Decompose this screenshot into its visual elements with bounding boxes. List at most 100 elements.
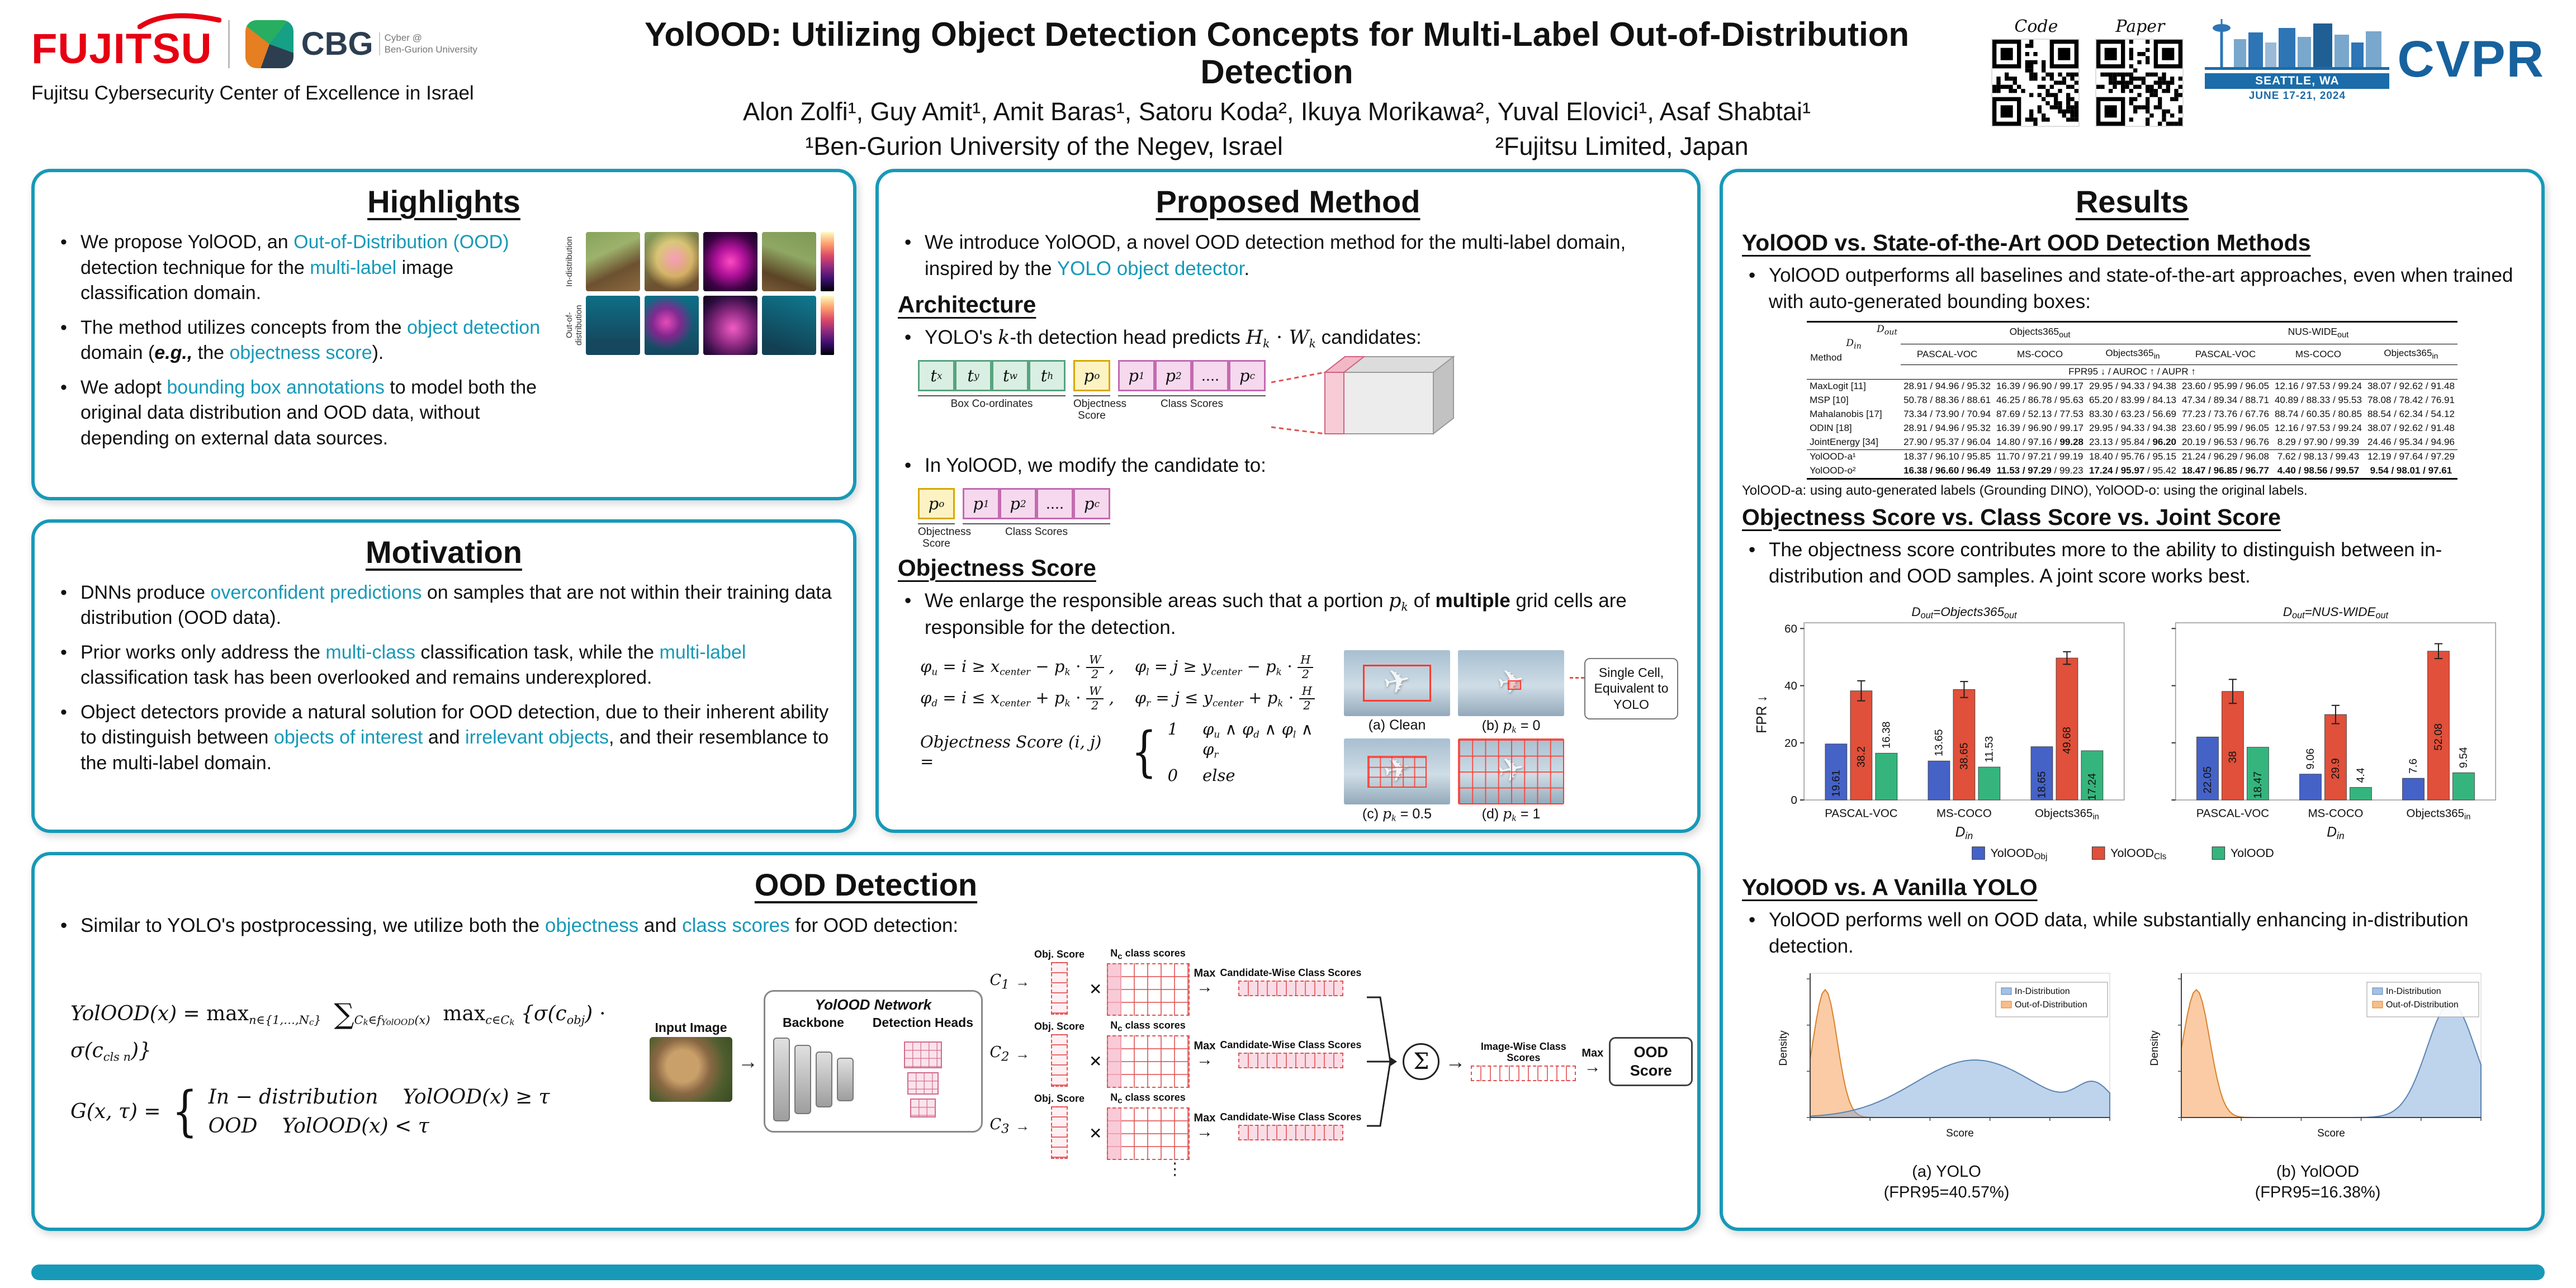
note-connector	[1570, 676, 1584, 679]
svg-text:11.53: 11.53	[1983, 736, 1996, 762]
motivation-panel: Motivation DNNs produce overconfident pr…	[31, 519, 856, 833]
svg-text:In-Distribution: In-Distribution	[2386, 987, 2441, 996]
bounding-box	[1363, 664, 1431, 702]
motivation-bullets: DNNs produce overconfident predictions o…	[54, 580, 834, 776]
flow-arrow-icon: →	[1015, 1045, 1030, 1063]
objectness-score-formula: Objectness Score (i, j) = { 1 φu ∧ φd ∧ …	[920, 719, 1313, 785]
svg-text:PASCAL-VOC: PASCAL-VOC	[2196, 807, 2269, 820]
plane-caption-a: (a) Clean	[1368, 717, 1426, 733]
cvpr-city: SEATTLE, WA	[2205, 73, 2390, 89]
highlights-panel: Highlights We propose YolOOD, an Out-of-…	[31, 169, 856, 500]
svg-text:YolOODObj​: YolOODObj​	[1990, 846, 2047, 861]
class-scores-label: Class Scores	[963, 523, 1110, 550]
yolood-network-box: YolOOD Network Backbone	[764, 990, 983, 1133]
org-tagline: Fujitsu Cybersecurity Center of Excellen…	[31, 82, 474, 104]
highlights-title: Highlights	[367, 184, 520, 219]
bullet: We introduce YolOOD, a novel OOD detecti…	[898, 230, 1678, 282]
header-right: Code Paper	[1958, 15, 2545, 168]
fujitsu-swirl-icon	[138, 13, 221, 29]
table-footnote: YolOOD-a: using auto-generated labels (G…	[1742, 482, 2308, 498]
paper-qr-icon	[2095, 39, 2184, 127]
density-plot: ScoreDensityIn-DistributionOut-of-Distri…	[1778, 973, 2110, 1139]
svg-text:19.61: 19.61	[1830, 770, 1843, 797]
objectness-score-label: Objectness Score	[918, 523, 971, 550]
detection-head-grid	[903, 1041, 942, 1068]
decision-rule-formula: G(x, τ) = { In − distribution YolOOD(x) …	[70, 1079, 550, 1143]
cbg-logo: CBG Cyber @ Ben-Gurion University	[245, 20, 477, 68]
svg-text:38.65: 38.65	[1958, 742, 1971, 770]
ood-title: OOD Detection	[754, 867, 978, 902]
vector-cell: ....	[1192, 360, 1229, 392]
class-scores-grid	[1106, 963, 1190, 1016]
proposed-method-panel: Proposed Method We introduce YolOOD, a n…	[875, 169, 1701, 833]
feature-map-slab	[773, 1037, 790, 1121]
authors: Alon Zolfi¹, Guy Amit¹, Amit Baras¹, Sat…	[743, 97, 1811, 126]
class-scores-grid	[1106, 1107, 1190, 1161]
architecture-heading: Architecture	[898, 291, 1036, 318]
flow-arrow-icon: →	[738, 1049, 758, 1073]
affiliations: ¹Ben-Gurion University of the Negev, Isr…	[609, 132, 1944, 161]
svg-text:29.9: 29.9	[2329, 758, 2342, 779]
candidate-wise-strip	[1238, 1125, 1343, 1141]
density-plot: ScoreDensityIn-DistributionOut-of-Distri…	[2149, 973, 2482, 1139]
bullet: Similar to YOLO's postprocessing, we uti…	[54, 913, 1678, 939]
svg-text:Score: Score	[1946, 1128, 1974, 1139]
multiply-icon: ✕	[1089, 1053, 1102, 1071]
ood-score-box: OOD Score	[1609, 1036, 1693, 1086]
svg-text:YolOOD: YolOOD	[2231, 846, 2274, 860]
fujitsu-wordmark: FUJITSU	[31, 25, 212, 73]
ood-heatmap-tile	[703, 296, 757, 355]
svg-text:7.6: 7.6	[2407, 758, 2419, 773]
svg-text:22.05: 22.05	[2201, 766, 2214, 793]
vector-cell: ....	[1036, 488, 1073, 520]
objectness-score-label: Objectness Score	[1073, 395, 1126, 422]
svg-text:38.2: 38.2	[1855, 746, 1868, 767]
affiliation-bgu: ¹Ben-Gurion University of the Negev, Isr…	[805, 132, 1283, 161]
svg-text:Density: Density	[1778, 1030, 1789, 1066]
plane-image-pk05: ✈	[1344, 738, 1450, 805]
head-branches: C1 → Obj. Score ✕ Nc class scores Max→ C…	[988, 948, 1362, 1178]
responsible-grid-half	[1367, 755, 1427, 788]
results-vanilla-heading: YolOOD vs. A Vanilla YOLO	[1742, 874, 2038, 901]
svg-text:18.65: 18.65	[2036, 771, 2048, 798]
yolood-pipeline-diagram: Input Image → YolOOD Network Backbone	[650, 948, 1693, 1178]
bottom-accent-bar	[31, 1265, 2545, 1280]
feature-map-slab	[837, 1057, 854, 1101]
feature-map-slab	[794, 1044, 811, 1114]
cbg-emblem-icon	[245, 20, 293, 68]
svg-text:60: 60	[1784, 622, 1797, 635]
branch-c1: C1 → Obj. Score ✕ Nc class scores Max→ C…	[988, 948, 1361, 1016]
fpr-bar-chart-container: FPR ↓Dout​=Objects365out​020406019.6138.…	[1749, 595, 2515, 869]
row-label-in-distribution: In-distribution	[565, 236, 574, 287]
cvpr-logo: SEATTLE, WA JUNE 17-21, 2024 CVPR	[2205, 17, 2545, 102]
svg-text:18.47: 18.47	[2252, 771, 2264, 798]
max-operator: Max→	[1194, 967, 1216, 997]
colorbar	[821, 232, 834, 291]
code-qr-icon	[1991, 39, 2080, 127]
svg-text:9.54: 9.54	[2457, 747, 2470, 768]
bullet: In YolOOD, we modify the candidate to:	[898, 453, 1678, 479]
cvpr-dates: JUNE 17-21, 2024	[2248, 90, 2346, 102]
cbg-subtext: Cyber @ Ben-Gurion University	[378, 32, 477, 55]
qr-paper-label: Paper	[2115, 17, 2165, 36]
yolood-score-formula: YolOOD(x) = maxn∈{1,…,Nc} ∑Ck∈fYolOOD(x)…	[70, 997, 606, 1064]
seattle-skyline-icon	[2205, 19, 2390, 70]
image-wise-block: Image-Wise Class Scores	[1471, 1041, 1576, 1081]
results-scores-heading: Objectness Score vs. Class Score vs. Joi…	[1742, 504, 2281, 530]
objectness-strip	[1051, 1034, 1068, 1087]
flow-arrow-icon: →	[1015, 1117, 1030, 1135]
bullet: We adopt bounding box annotations to mod…	[54, 375, 553, 452]
max-operator: Max→	[1194, 1039, 1216, 1069]
bullet: YolOOD performs well on OOD data, while …	[1742, 907, 2522, 960]
svg-text:17.24: 17.24	[2086, 773, 2099, 800]
